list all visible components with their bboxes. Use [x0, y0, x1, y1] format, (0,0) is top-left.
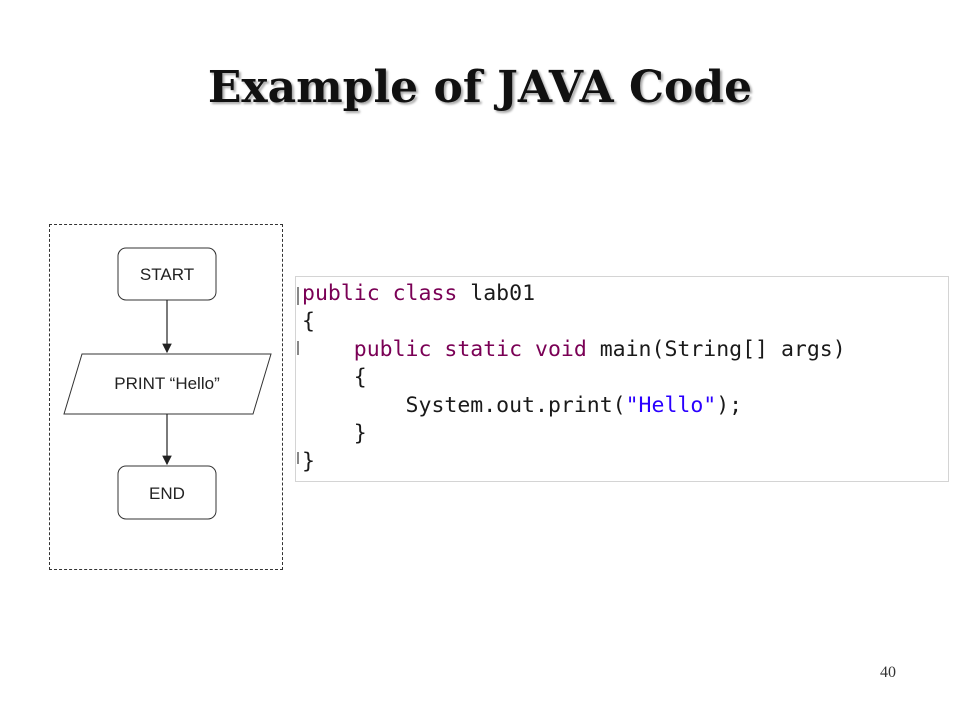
slide-title: Example of JAVA Code: [207, 62, 753, 113]
code-text: {: [302, 365, 367, 390]
code-text: main(String[] args): [586, 337, 846, 362]
end-terminal: [117, 465, 217, 520]
code-text: );: [716, 393, 743, 418]
code-text: System.out.print(: [302, 393, 626, 418]
code-string: "Hello": [625, 393, 717, 418]
code-text: }: [302, 421, 367, 446]
code-line-3: public static void main(String[] args): [302, 339, 846, 361]
code-keyword: public class: [302, 281, 458, 306]
end-label: END: [149, 484, 185, 503]
print-process: [63, 353, 272, 415]
code-line-6: }: [302, 423, 367, 445]
print-label: PRINT “Hello”: [114, 374, 220, 393]
code-indent: [302, 337, 354, 362]
flowchart-diagram: START PRINT “Hello” END: [63, 247, 272, 520]
code-keyword: public static void: [353, 337, 587, 362]
java-code-panel: public class lab01 { public static void …: [295, 276, 949, 482]
code-line-1: public class lab01: [302, 283, 535, 305]
code-text: }: [302, 449, 315, 474]
code-line-2: {: [302, 311, 315, 333]
start-label: START: [140, 265, 194, 284]
code-line-4: {: [302, 367, 367, 389]
gutter-mark: [297, 341, 299, 355]
code-line-5: System.out.print("Hello");: [302, 393, 743, 418]
page-number: 40: [880, 664, 896, 681]
code-text: lab01: [457, 281, 536, 306]
code-text: {: [302, 309, 315, 334]
flowchart-frame: [49, 224, 283, 570]
gutter-mark: [297, 287, 299, 305]
gutter-mark: [297, 452, 299, 464]
code-line-7: }: [302, 451, 315, 473]
